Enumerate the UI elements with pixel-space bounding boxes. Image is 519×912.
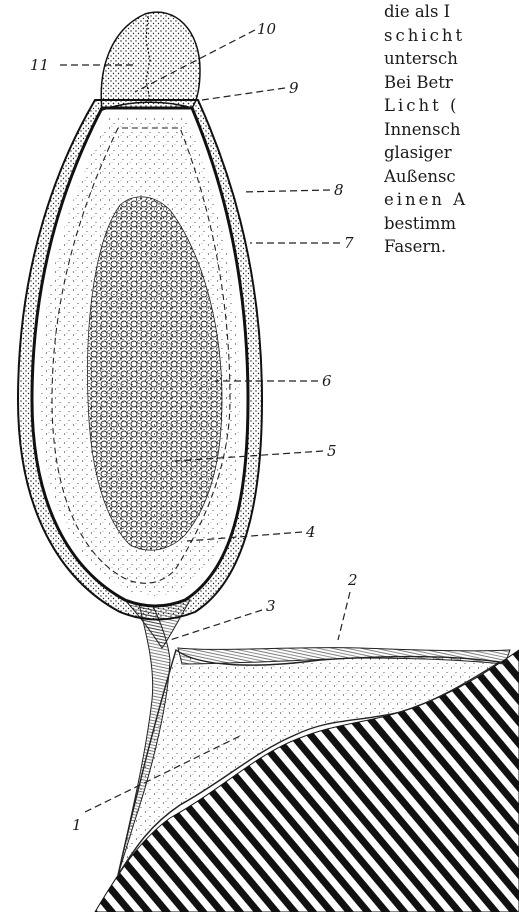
apex-cap xyxy=(101,12,200,110)
figure-label-5: 5 xyxy=(327,442,337,460)
body-text-column: die als I schicht untersch Bei Betr Lich… xyxy=(384,0,519,259)
text-line: glasiger xyxy=(384,141,519,165)
text-line: einen A xyxy=(384,188,519,212)
figure-label-9: 9 xyxy=(289,79,299,97)
text-line: untersch xyxy=(384,47,519,71)
figure-label-4: 4 xyxy=(305,523,316,541)
text-line: schicht xyxy=(384,24,519,48)
text-line: Licht ( xyxy=(384,94,519,118)
figure-label-7: 7 xyxy=(344,234,354,252)
figure-label-1: 1 xyxy=(72,816,82,834)
figure-label-6: 6 xyxy=(322,372,332,390)
text-line: Außensc xyxy=(384,165,519,189)
text-line: bestimm xyxy=(384,212,519,236)
figure-label-2: 2 xyxy=(347,571,358,589)
figure-label-8: 8 xyxy=(334,181,344,199)
figure-label-11: 11 xyxy=(30,56,49,74)
figure-label-10: 10 xyxy=(257,20,277,38)
text-line: Bei Betr xyxy=(384,71,519,95)
text-line: die als I xyxy=(384,0,519,24)
text-line: Innensch xyxy=(384,118,519,142)
figure-label-3: 3 xyxy=(266,597,276,615)
text-line: Fasern. xyxy=(384,235,519,259)
